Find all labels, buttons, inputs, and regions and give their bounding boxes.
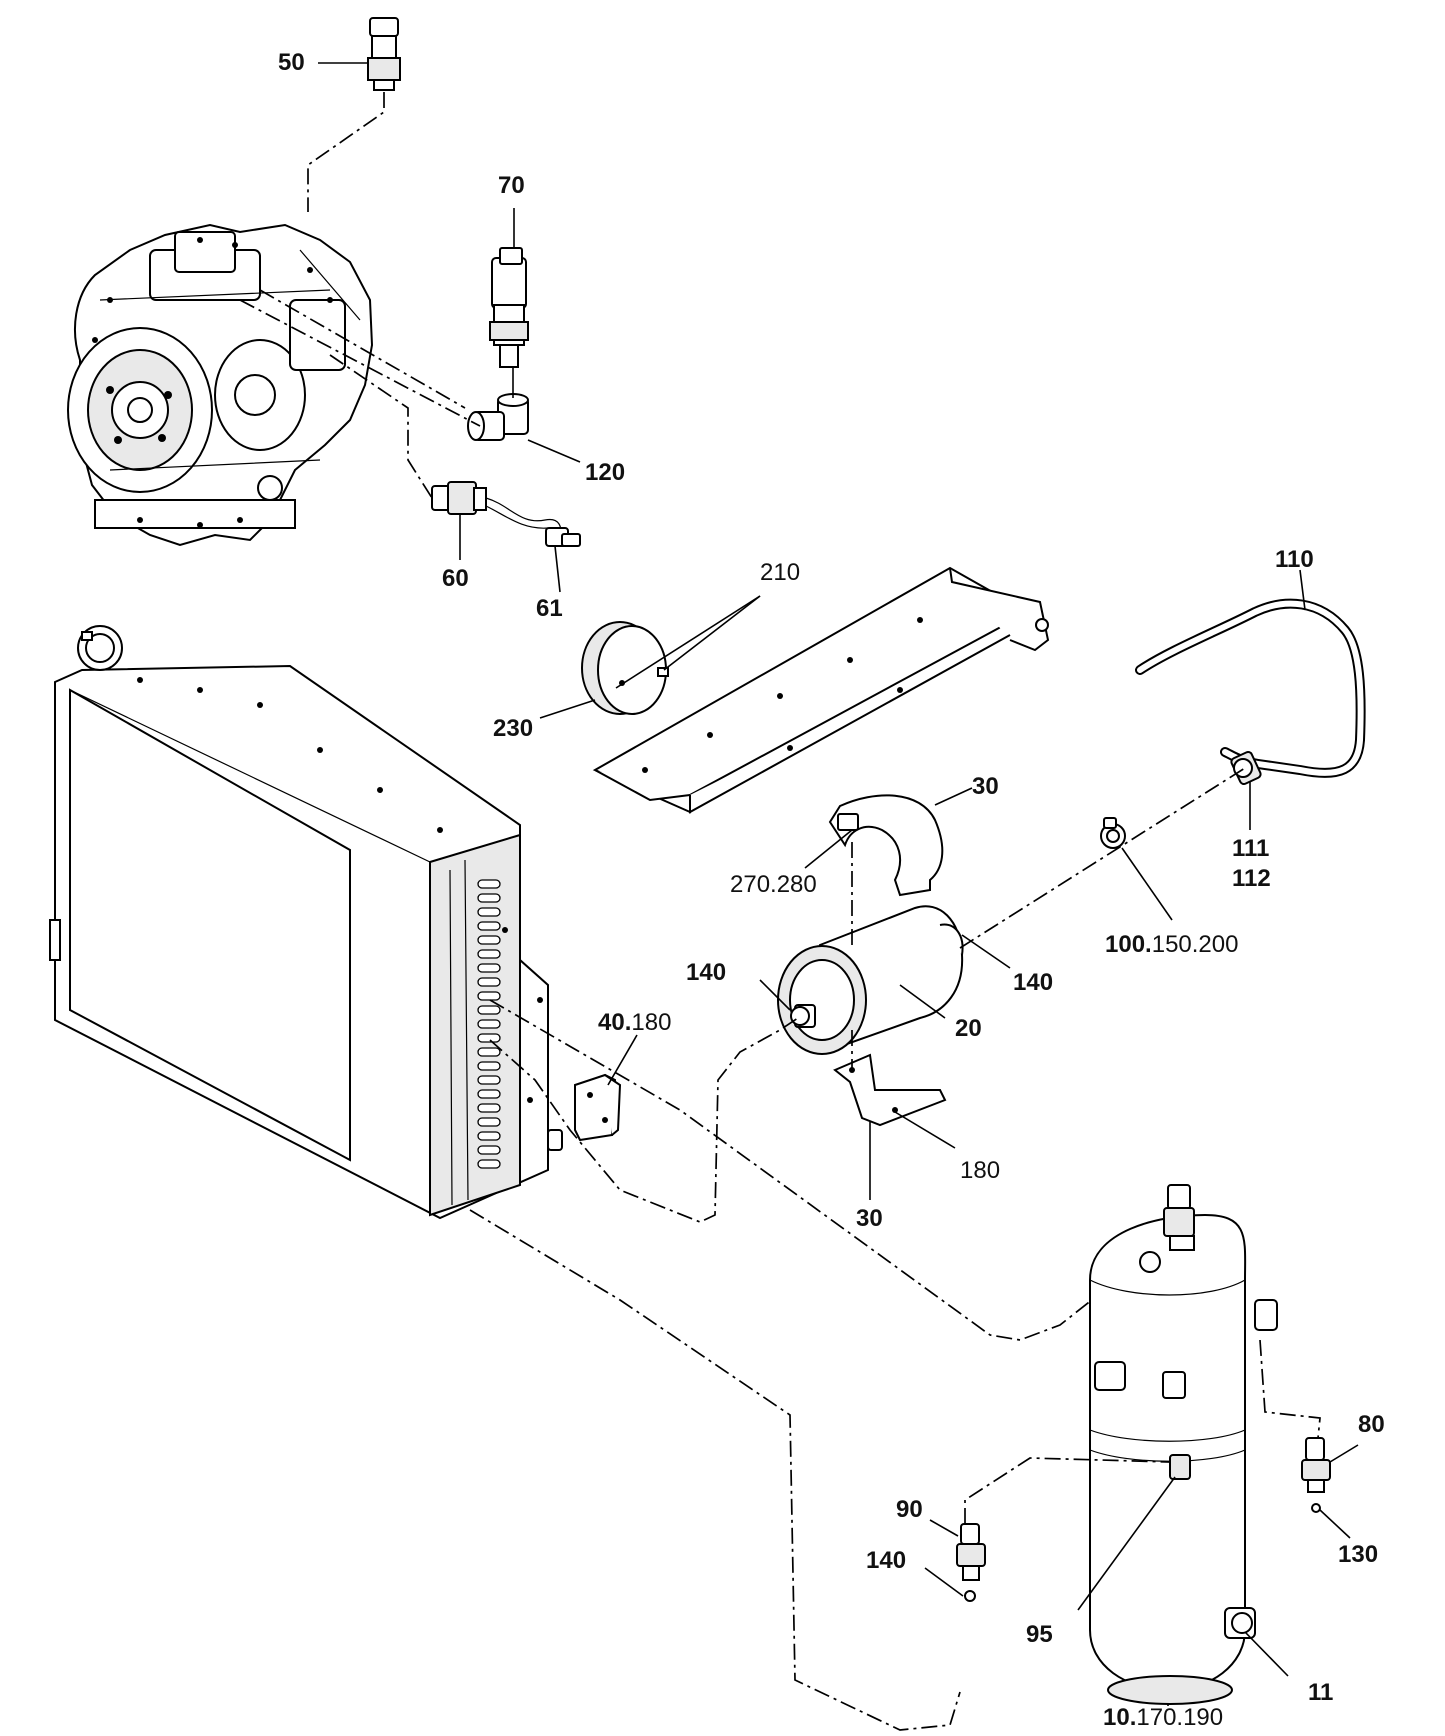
- bracket-40: [574, 1034, 638, 1142]
- callout-60: 60: [442, 565, 469, 592]
- elbow-adaptor-120: [467, 368, 581, 463]
- callout-140-drier-left: 140: [686, 959, 726, 986]
- callout-110: 110: [1275, 546, 1314, 573]
- route-line-condenser-receiver: [489, 999, 1141, 1341]
- callout-30-lower: 30: [856, 1205, 883, 1232]
- callout-120: 120: [585, 459, 625, 486]
- tube-110: [1135, 569, 1366, 778]
- callout-10-170-190: 10.170.190: [1103, 1704, 1223, 1731]
- route-line-60: [329, 354, 433, 499]
- callout-270-280: 270.280: [730, 871, 817, 898]
- callout-130: 130: [1338, 1541, 1378, 1568]
- callout-230: 230: [493, 715, 533, 742]
- pressure-switch-80: [1259, 1339, 1359, 1539]
- strap-30-upper: [804, 787, 973, 897]
- compressor: [67, 223, 374, 547]
- nut-111-112: [1230, 750, 1262, 830]
- callout-20: 20: [955, 1015, 982, 1042]
- pressure-switch-50: [318, 17, 401, 91]
- callout-70: 70: [498, 172, 525, 199]
- pressure-transducer-70: [489, 208, 529, 368]
- route-line-70: [259, 289, 466, 409]
- callout-140-drier-right: 140: [1013, 969, 1053, 996]
- callout-30-upper: 30: [972, 773, 999, 800]
- callout-11: 11: [1308, 1679, 1333, 1706]
- callout-140-lower: 140: [866, 1547, 906, 1574]
- callout-61: 61: [536, 595, 563, 622]
- callout-40-180: 40.180: [598, 1009, 671, 1036]
- receiver-tank: [1077, 1184, 1289, 1706]
- callout-90: 90: [896, 1496, 923, 1523]
- callout-180: 180: [960, 1157, 1000, 1184]
- cap-230: [539, 595, 761, 719]
- filter-drier-20: [759, 905, 1011, 1055]
- pressure-switch-90: [924, 1457, 1171, 1602]
- callout-111: 111: [1232, 835, 1269, 862]
- route-line-50: [307, 92, 385, 212]
- sensor-60-61: [431, 481, 581, 593]
- callout-80: 80: [1358, 1411, 1385, 1438]
- callout-95: 95: [1026, 1621, 1053, 1648]
- route-line-condenser-drier: [489, 1017, 799, 1223]
- route-line-drier: [959, 767, 1246, 949]
- coil-fins: [477, 879, 501, 1169]
- condenser-coil: [49, 625, 563, 1220]
- route-line-120: [239, 299, 481, 427]
- callout-210: 210: [760, 559, 800, 586]
- callout-112: 112: [1232, 865, 1271, 892]
- route-line-condenser-90: [469, 1209, 961, 1731]
- mounting-rail: [592, 566, 1050, 814]
- strap-30-lower: [833, 1053, 956, 1200]
- callout-50: 50: [278, 49, 305, 76]
- callout-100-150-200: 100.150.200: [1105, 931, 1238, 958]
- callout-labels: 50 70 120 60 61 210 230 110 30 270.280 1…: [278, 49, 1385, 1731]
- pipe-clamp-100: [1100, 817, 1173, 921]
